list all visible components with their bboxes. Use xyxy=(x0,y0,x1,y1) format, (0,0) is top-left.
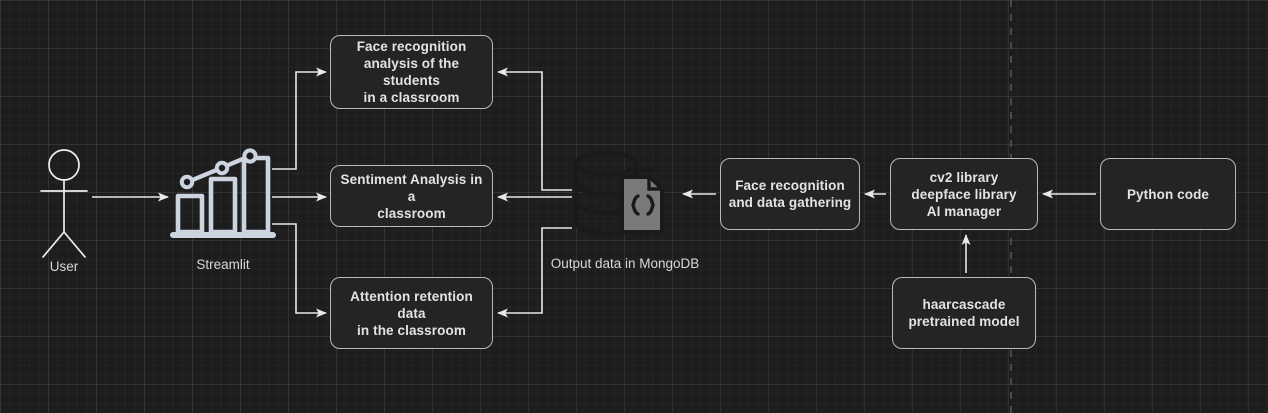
node-line: pretrained model xyxy=(908,314,1020,329)
bar-chart-trend-icon xyxy=(170,148,276,238)
label-streamlit: Streamlit xyxy=(196,257,250,272)
edge-streamlit-to-attention xyxy=(272,223,327,318)
node-line: analysis of the students xyxy=(363,56,460,88)
node-label: Face recognition analysis of the student… xyxy=(337,38,486,106)
node-line: Face recognition xyxy=(356,39,467,54)
node-line: in a classroom xyxy=(363,90,460,105)
node-line: and data gathering xyxy=(728,195,852,210)
edge-streamlit-to-face-analysis xyxy=(272,67,327,170)
stick-figure-icon xyxy=(40,149,88,258)
edge-mongodb-to-face-analysis xyxy=(497,67,572,191)
node-line: in the classroom xyxy=(357,322,466,338)
node-haarcascade-model[interactable]: haarcascade pretrained model xyxy=(892,277,1036,349)
node-label: Python code xyxy=(1126,186,1210,202)
node-label: Face recognition and data gathering xyxy=(729,177,852,211)
node-line: Attention retention data xyxy=(350,288,473,321)
node-label: Attention retention data in the classroo… xyxy=(337,288,486,339)
node-cv2-deepface-ai-manager[interactable]: cv2 library deepface library AI manager xyxy=(890,158,1038,230)
node-label: cv2 library deepface library AI manager xyxy=(911,169,1016,220)
edge-mongodb-to-attention xyxy=(497,227,572,318)
node-sentiment-analysis[interactable]: Sentiment Analysis in a classroom xyxy=(330,165,493,227)
node-attention-retention[interactable]: Attention retention data in the classroo… xyxy=(330,277,493,349)
node-line: Sentiment Analysis in a xyxy=(340,171,483,204)
node-line: Face recognition xyxy=(735,178,845,193)
node-line: classroom xyxy=(377,205,446,221)
node-face-recognition-analysis[interactable]: Face recognition analysis of the student… xyxy=(330,35,493,109)
node-python-code[interactable]: Python code xyxy=(1100,158,1236,230)
node-line: haarcascade xyxy=(922,297,1006,312)
node-label: haarcascade pretrained model xyxy=(908,296,1019,330)
node-face-recognition-gathering[interactable]: Face recognition and data gathering xyxy=(720,158,860,230)
node-label: Sentiment Analysis in a classroom xyxy=(337,171,486,222)
node-line: AI manager xyxy=(926,203,1002,219)
label-mongodb: Output data in MongoDB xyxy=(550,256,700,271)
node-line: cv2 library xyxy=(929,169,999,185)
node-line: deepface library xyxy=(911,186,1017,202)
label-user: User xyxy=(49,259,79,274)
database-document-icon xyxy=(573,150,664,236)
